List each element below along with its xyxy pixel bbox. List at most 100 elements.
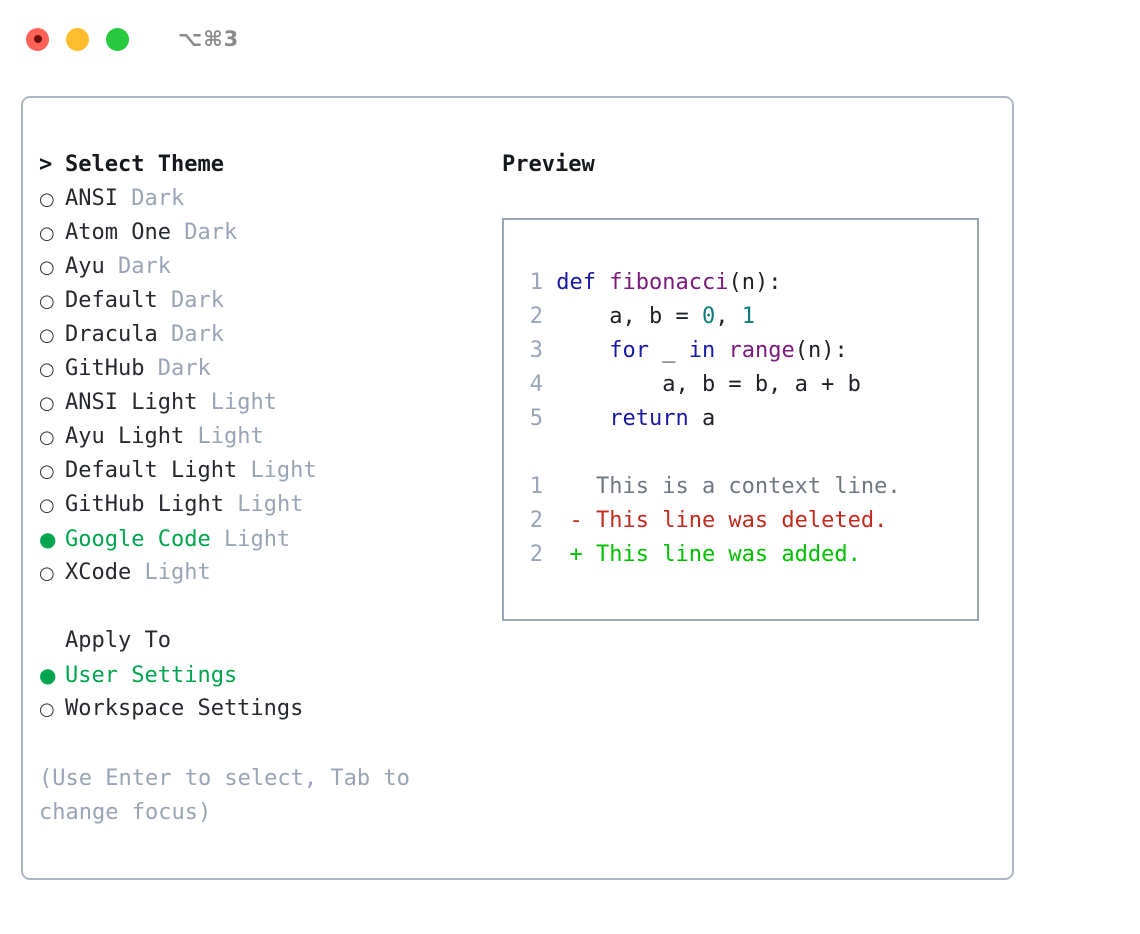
theme-list-item[interactable]: ○Default Light Light [39, 454, 489, 488]
theme-kind-badge: Dark [157, 356, 211, 381]
maximize-button[interactable] [106, 27, 129, 51]
apply-to-label: User Settings [65, 663, 238, 688]
theme-name: GitHub Light [65, 492, 224, 517]
code-line: 4 a, b = b, a + b [517, 368, 901, 402]
theme-list-item[interactable]: ○XCode Light [39, 556, 489, 590]
radio-unselected-icon[interactable]: ○ [39, 223, 55, 244]
spacer [184, 424, 197, 449]
keyboard-shortcut-label: ⌥⌘3 [178, 26, 240, 51]
code-token-txt: a [688, 406, 716, 431]
radio-unselected-icon[interactable]: ○ [39, 257, 55, 278]
code-line: 3 for _ in range(n): [517, 334, 901, 368]
preview-pane: Preview 1 def fibonacci(n):2 a, b = 0, 1… [502, 148, 992, 621]
code-token-txt: (n): [794, 338, 848, 363]
spacer [105, 254, 118, 279]
code-token-num: 0 [701, 304, 716, 329]
list-spacer [39, 590, 489, 624]
line-number: 4 [529, 372, 543, 397]
theme-list-item[interactable]: ○Ayu Light Light [39, 420, 489, 454]
theme-name: ANSI [65, 186, 118, 211]
spacer [118, 186, 131, 211]
preview-heading: Preview [502, 152, 595, 177]
radio-unselected-icon[interactable]: ○ [39, 495, 55, 516]
theme-list-item[interactable]: ○ Ayu Dark [39, 250, 489, 284]
diff-line: 2 - This line was deleted. [517, 504, 901, 538]
spacer [144, 356, 157, 381]
main-panel: >Select Theme ○ANSI Dark○Atom One Dark○A… [21, 96, 1014, 880]
spacer [224, 492, 237, 517]
gutter-gap [543, 406, 556, 431]
keyboard-hint: (Use Enter to select, Tab to change focu… [39, 766, 410, 825]
code-token-txt [715, 338, 728, 363]
radio-unselected-icon[interactable]: ○ [39, 359, 55, 380]
theme-picker: >Select Theme ○ANSI Dark○Atom One Dark○A… [39, 148, 489, 726]
gutter-gap [543, 372, 556, 397]
apply-to-option[interactable]: ● User Settings [39, 658, 489, 692]
radio-unselected-icon[interactable]: ○ [39, 427, 55, 448]
theme-kind-badge: Dark [184, 220, 238, 245]
theme-kind-badge: Light [210, 390, 277, 415]
theme-kind-badge: Dark [170, 288, 224, 313]
theme-kind-badge: Dark [118, 254, 171, 279]
apply-to-option[interactable]: ○ Workspace Settings [39, 692, 489, 726]
code-line: 1 def fibonacci(n): [517, 266, 901, 300]
code-token-txt: _ [648, 338, 689, 363]
select-theme-label: Select Theme [65, 152, 224, 177]
close-button[interactable] [26, 27, 49, 51]
theme-list-item[interactable]: ○GitHub Light Light [39, 488, 489, 522]
code-token-kw: for [609, 338, 649, 363]
code-line: 5 return a [517, 402, 901, 436]
theme-name: Ayu [65, 254, 105, 279]
radio-unselected-icon[interactable]: ○ [39, 699, 55, 720]
code-token-txt: , [715, 304, 742, 329]
theme-list-item[interactable]: ○ ANSI Dark [39, 182, 489, 216]
code-token-num: 1 [741, 304, 755, 329]
minimize-button[interactable] [66, 27, 89, 51]
theme-kind-badge: Dark [131, 186, 185, 211]
spacer [131, 560, 144, 585]
theme-name: GitHub [65, 356, 145, 381]
diff-line: 2 + This line was added. [517, 538, 901, 572]
radio-unselected-icon[interactable]: ○ [39, 461, 55, 482]
gutter-gap [543, 338, 556, 363]
line-number: 1 [529, 270, 543, 295]
line-number: 3 [529, 338, 543, 363]
diff-text: This is a context line. [543, 474, 901, 499]
radio-unselected-icon[interactable]: ○ [39, 291, 55, 312]
theme-name: Atom One [65, 220, 171, 245]
theme-name: Dracula [65, 322, 158, 347]
spacer [158, 288, 171, 313]
line-number: 1 [529, 474, 543, 499]
radio-unselected-icon[interactable]: ○ [39, 563, 55, 584]
spacer [211, 527, 224, 552]
diff-text: - This line was deleted. [543, 508, 888, 533]
theme-list-item[interactable]: ○Dracula Dark [39, 318, 489, 352]
theme-name: ANSI Light [65, 390, 198, 415]
code-token-txt [556, 338, 609, 363]
theme-list-item[interactable]: ○ Default Dark [39, 284, 489, 318]
line-number: 5 [529, 406, 543, 431]
theme-name: Default [65, 288, 158, 313]
diff-line: 1 This is a context line. [517, 470, 901, 504]
code-token-kw: in [688, 338, 716, 363]
radio-unselected-icon[interactable]: ○ [39, 325, 55, 346]
titlebar: ⌥⌘3 [0, 0, 1140, 78]
theme-list-item[interactable]: ○ GitHub Dark [39, 352, 489, 386]
radio-selected-icon[interactable]: ● [39, 527, 57, 551]
radio-unselected-icon[interactable]: ○ [39, 393, 55, 414]
code-token-txt [556, 406, 609, 431]
radio-selected-icon[interactable]: ● [39, 663, 57, 687]
theme-list-item[interactable]: ●Google Code Light [39, 522, 489, 556]
radio-unselected-icon[interactable]: ○ [39, 189, 55, 210]
theme-list: ○ANSI Dark○Atom One Dark○Ayu Dark○Defaul… [39, 182, 489, 590]
window-controls [26, 27, 129, 51]
theme-list-item[interactable]: ○ ANSI Light Light [39, 386, 489, 420]
code-token-kw: return [609, 406, 689, 431]
theme-kind-badge: Light [250, 458, 317, 483]
apply-to-label: Workspace Settings [65, 696, 304, 721]
theme-list-item[interactable]: ○ Atom One Dark [39, 216, 489, 250]
code-token-fn: range [728, 338, 795, 363]
